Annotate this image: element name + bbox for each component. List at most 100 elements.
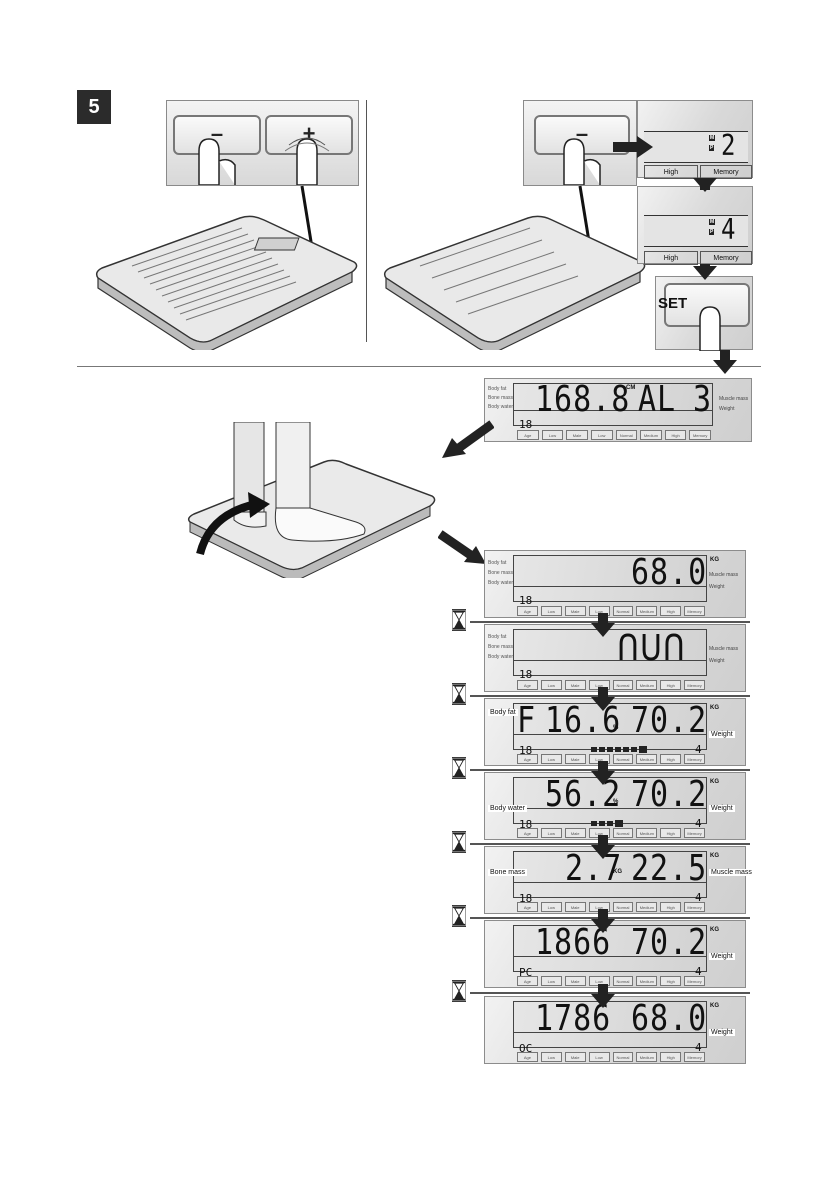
weight-display: Body fat Bone mass Body water 68.0 KG 18… [484, 550, 746, 618]
bottom-tab: Medium [636, 1052, 658, 1062]
down-arrow-stem [598, 835, 608, 845]
down-arrow-stem [598, 687, 608, 697]
bottom-tab: Normal [612, 1052, 634, 1062]
down-arrow-stem [598, 761, 608, 771]
memory-tab: Memory [700, 165, 752, 179]
bottom-tab: Low [540, 976, 562, 986]
down-arrow-icon [591, 994, 615, 1008]
weight-value: 68.0 [631, 997, 708, 1040]
level-bar [591, 821, 597, 826]
bottom-tab: Low [588, 1052, 610, 1062]
weight-value: 68.0 [631, 551, 708, 594]
flow-arrow-2 [693, 266, 717, 280]
hourglass-icon [452, 905, 466, 927]
scale-illustration-right [383, 185, 646, 350]
bottom-tab: Memory [689, 430, 711, 440]
label-bone-mass: Bone mass [488, 395, 514, 401]
bottom-tab: Normal [612, 680, 634, 690]
label-weight: Weight [719, 406, 735, 412]
bottom-tab: Age [517, 976, 538, 986]
label-body-water: Body water [488, 580, 514, 586]
height-value: 168.8 [535, 378, 631, 421]
label-weight: Weight [709, 731, 735, 738]
level-bar [623, 747, 629, 752]
memory-tab-2: Memory [700, 251, 752, 265]
bodyfat-prefix: F [517, 699, 537, 742]
memory-m-badge-2: M [709, 219, 716, 225]
bottom-tab: High [664, 430, 687, 440]
level-bar [607, 747, 613, 752]
label-body-fat: Body fat [488, 560, 507, 566]
right-arrow-icon [613, 136, 653, 158]
memory-panel-1: M P 2 High Memory [637, 100, 753, 179]
flow-arrow-3 [713, 360, 737, 374]
bottom-tab: Medium [636, 754, 658, 764]
button-closeup-left: – + [166, 100, 359, 186]
bonemass-display: Bone mass 2.7 KG 22.5 KG 18 4 Muscle mas… [484, 846, 754, 914]
bottom-tab: Memory [684, 828, 705, 838]
bottom-tab: Medium [636, 606, 658, 616]
bottom-tab: Memory [684, 1052, 705, 1062]
down-arrow-stem [598, 613, 608, 623]
bodyfat-display: Body fat F 16.6 % 70.2 KG 18 4 Weight Ag… [484, 698, 746, 766]
measuring-display: Body fat Bone mass Body water ᑎᑌᑎ 18 Mus… [484, 624, 746, 692]
weight-unit: KG [710, 557, 719, 563]
bottom-tab: Normal [612, 828, 634, 838]
down-arrow-stem [598, 984, 608, 994]
weight-unit: KG [710, 1003, 719, 1009]
high-tab-2: High [644, 251, 698, 265]
bottom-tab: Low [540, 754, 562, 764]
down-arrow-icon [591, 919, 615, 933]
label-weight: Weight [709, 658, 725, 664]
bottom-tab: Age [517, 754, 538, 764]
hourglass-icon [452, 683, 466, 705]
bottom-tab: Normal [615, 430, 638, 440]
memory-number: 4 [695, 817, 702, 830]
sequence-separator [470, 917, 750, 919]
label-muscle-mass: Muscle mass [719, 396, 749, 402]
bodyfat-bar-indicator [591, 746, 647, 753]
memory-p-badge-2: P [709, 229, 715, 235]
bottom-tab: High [660, 680, 682, 690]
age-value: 18 [519, 594, 533, 607]
level-bar [599, 747, 605, 752]
stepping-on-scale-illustration [187, 422, 436, 578]
activity-code: OC [519, 1042, 533, 1055]
sequence-separator [470, 769, 750, 771]
bottom-tab: Male [564, 1052, 586, 1062]
bodywater-bar-indicator [591, 820, 623, 827]
down-arrow-icon [591, 623, 615, 637]
weight-value: 70.2 [631, 773, 708, 816]
memory-value-2: 4 [721, 212, 737, 247]
activity-code: PC [519, 966, 533, 979]
label-body-water: Body water [488, 805, 528, 812]
bottom-tab: Medium [636, 902, 658, 912]
label-body-fat: Body fat [488, 634, 507, 640]
finger-icon-3 [699, 306, 721, 351]
memory-number: 4 [695, 965, 702, 978]
sequence-separator [470, 843, 750, 845]
bottom-tab: Low [540, 828, 562, 838]
bottom-tab: Medium [636, 680, 658, 690]
flow-arrow-stem-3 [720, 350, 730, 360]
bottom-tab: Male [566, 430, 588, 440]
bottom-tab: Male [564, 976, 586, 986]
memory-m-badge: M [709, 135, 716, 141]
label-body-water: Body water [488, 404, 514, 410]
label-weight: Weight [709, 805, 735, 812]
profile-display: Body fat Bone mass Body water 168.8 CM A… [484, 378, 752, 442]
bottom-tab: Age [517, 902, 538, 912]
age-value: 18 [519, 744, 533, 757]
bottom-tab: Medium [636, 976, 658, 986]
measuring-animation: ᑎᑌᑎ [617, 627, 686, 670]
label-muscle-mass: Muscle mass [709, 646, 739, 652]
high-tab: High [644, 165, 698, 179]
bottom-tab: High [660, 976, 682, 986]
label-body-fat: Body fat [488, 386, 507, 392]
